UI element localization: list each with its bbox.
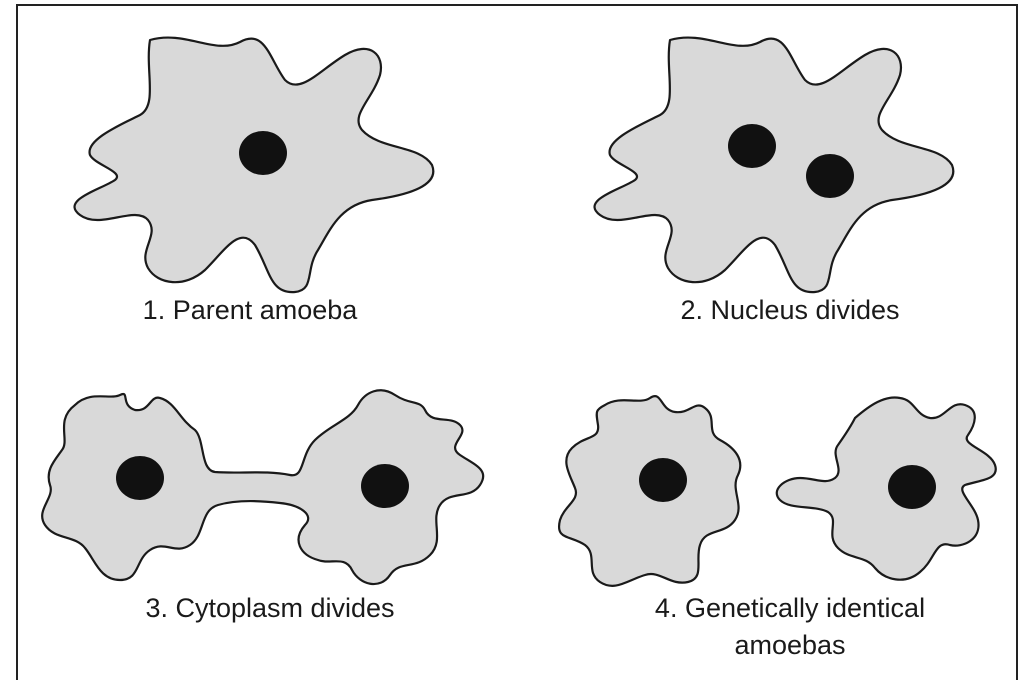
stage-1-parent-amoeba <box>75 38 434 293</box>
left-nucleus <box>116 456 164 500</box>
caption-stage-2: 2. Nucleus divides <box>640 292 940 328</box>
right-nucleus <box>361 464 409 508</box>
caption-stage-1: 1. Parent amoeba <box>120 292 380 328</box>
dividing-amoeba-body <box>595 38 954 293</box>
stage-4-identical-amoebas <box>559 396 996 586</box>
caption-stage-4-line1: 4. Genetically identical <box>600 590 980 626</box>
stage-2-nucleus-divides <box>595 38 954 293</box>
daughter-nucleus-b <box>806 154 854 198</box>
stage-3-cytoplasm-divides <box>42 390 483 584</box>
daughter-amoeba-right <box>777 397 996 579</box>
left-daughter-nucleus <box>639 458 687 502</box>
right-daughter-nucleus <box>888 465 936 509</box>
caption-stage-3: 3. Cytoplasm divides <box>110 590 430 626</box>
caption-stage-4-line2: amoebas <box>600 627 980 663</box>
daughter-nucleus-a <box>728 124 776 168</box>
pinching-amoeba-body <box>42 390 483 584</box>
parent-nucleus <box>239 131 287 175</box>
